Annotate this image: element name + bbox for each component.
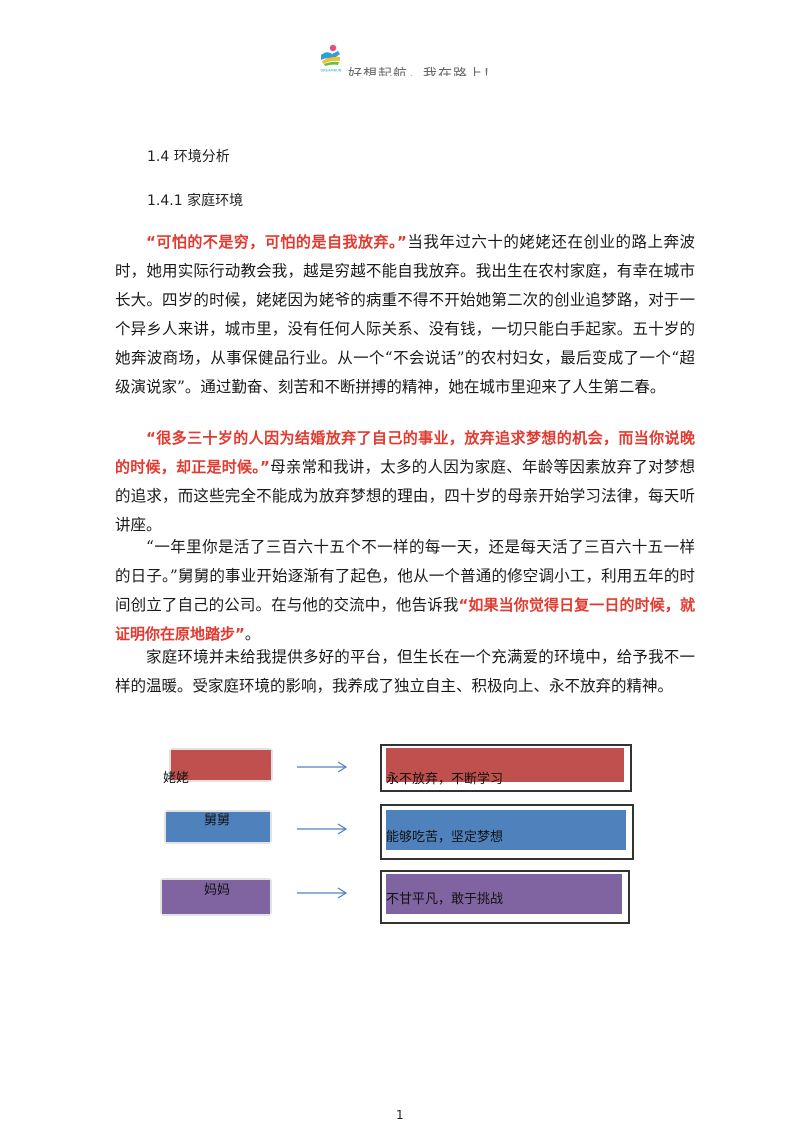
paragraph-grandma: “可怕的不是穷，可怕的是自我放弃。”当我年过六十的姥姥还在创业的路上奔波时，她用… <box>115 228 695 402</box>
paragraph-tail: 。 <box>244 625 261 643</box>
paragraph-text: 家庭环境并未给我提供多好的平台，但生长在一个充满爱的环境中，给予我不一样的温暖。… <box>115 648 695 695</box>
node-label: 妈妈 <box>204 883 231 898</box>
node-mother: 妈妈 <box>160 878 272 916</box>
trait-fill <box>386 748 624 782</box>
trait-label: 不甘平凡，敢于挑战 <box>386 892 504 907</box>
paragraph-uncle: “一年里你是活了三百六十五个不一样的每一天，还是每天活了三百六十五一样的日子。”… <box>115 533 695 649</box>
family-influence-diagram: 姥姥 永不放弃，不断学习 舅舅 能够吃苦，坚定梦想 妈妈 不甘平凡，敢于挑战 <box>150 740 650 930</box>
node-fill <box>162 880 270 914</box>
trait-label: 永不放弃，不断学习 <box>386 772 504 787</box>
trait-box-uncle: 能够吃苦，坚定梦想 <box>380 804 634 860</box>
trait-box-grandma: 永不放弃，不断学习 <box>380 744 632 792</box>
section-title: 1.4 环境分析 <box>147 149 230 165</box>
trait-fill <box>386 874 622 914</box>
arrow-icon <box>297 887 348 899</box>
dreamrun-logo-icon: DREAMRUN <box>319 44 343 73</box>
paragraph-mother: “很多三十岁的人因为结婚放弃了自己的事业，放弃追求梦想的机会，而当你说晚的时候，… <box>115 424 695 540</box>
arrow-icon <box>297 761 348 773</box>
node-label: 舅舅 <box>204 813 231 828</box>
node-fill <box>171 750 271 780</box>
node-grandma: 姥姥 <box>163 748 273 786</box>
node-uncle: 舅舅 <box>164 810 272 844</box>
paragraph-text: 母亲常和我讲，太多的人因为家庭、年龄等因素放弃了对梦想的追求，而这些完全不能成为… <box>115 458 695 534</box>
quote-highlight: “如果当你觉得日复一日的时候，就证明你在原地踏步” <box>115 596 695 643</box>
quote-highlight: “可怕的不是穷，可怕的是自我放弃。” <box>146 233 407 251</box>
page-number: 1 <box>396 1108 404 1122</box>
node-fill <box>166 812 270 842</box>
subsection-title: 1.4.1 家庭环境 <box>147 193 244 209</box>
page-header: DREAMRUN 好想起航，我在路上！ <box>0 40 800 76</box>
trait-label: 能够吃苦，坚定梦想 <box>386 830 504 845</box>
trait-fill <box>386 810 626 850</box>
trait-box-mother: 不甘平凡，敢于挑战 <box>380 870 630 924</box>
paragraph-text: 当我年过六十的姥姥还在创业的路上奔波时，她用实际行动教会我，越是穷越不能自我放弃… <box>115 233 695 396</box>
paragraph-text: “一年里你是活了三百六十五个不一样的每一天，还是每天活了三百六十五一样的日子。”… <box>115 538 695 614</box>
quote-highlight: “很多三十岁的人因为结婚放弃了自己的事业，放弃追求梦想的机会，而当你说晚的时候，… <box>115 429 695 476</box>
svg-text:DREAMRUN: DREAMRUN <box>321 69 342 73</box>
arrow-icon <box>297 823 348 835</box>
node-label: 姥姥 <box>163 771 190 786</box>
paragraph-summary: 家庭环境并未给我提供多好的平台，但生长在一个充满爱的环境中，给予我不一样的温暖。… <box>115 643 695 701</box>
header-tagline: 好想起航，我在路上！ <box>348 67 498 76</box>
